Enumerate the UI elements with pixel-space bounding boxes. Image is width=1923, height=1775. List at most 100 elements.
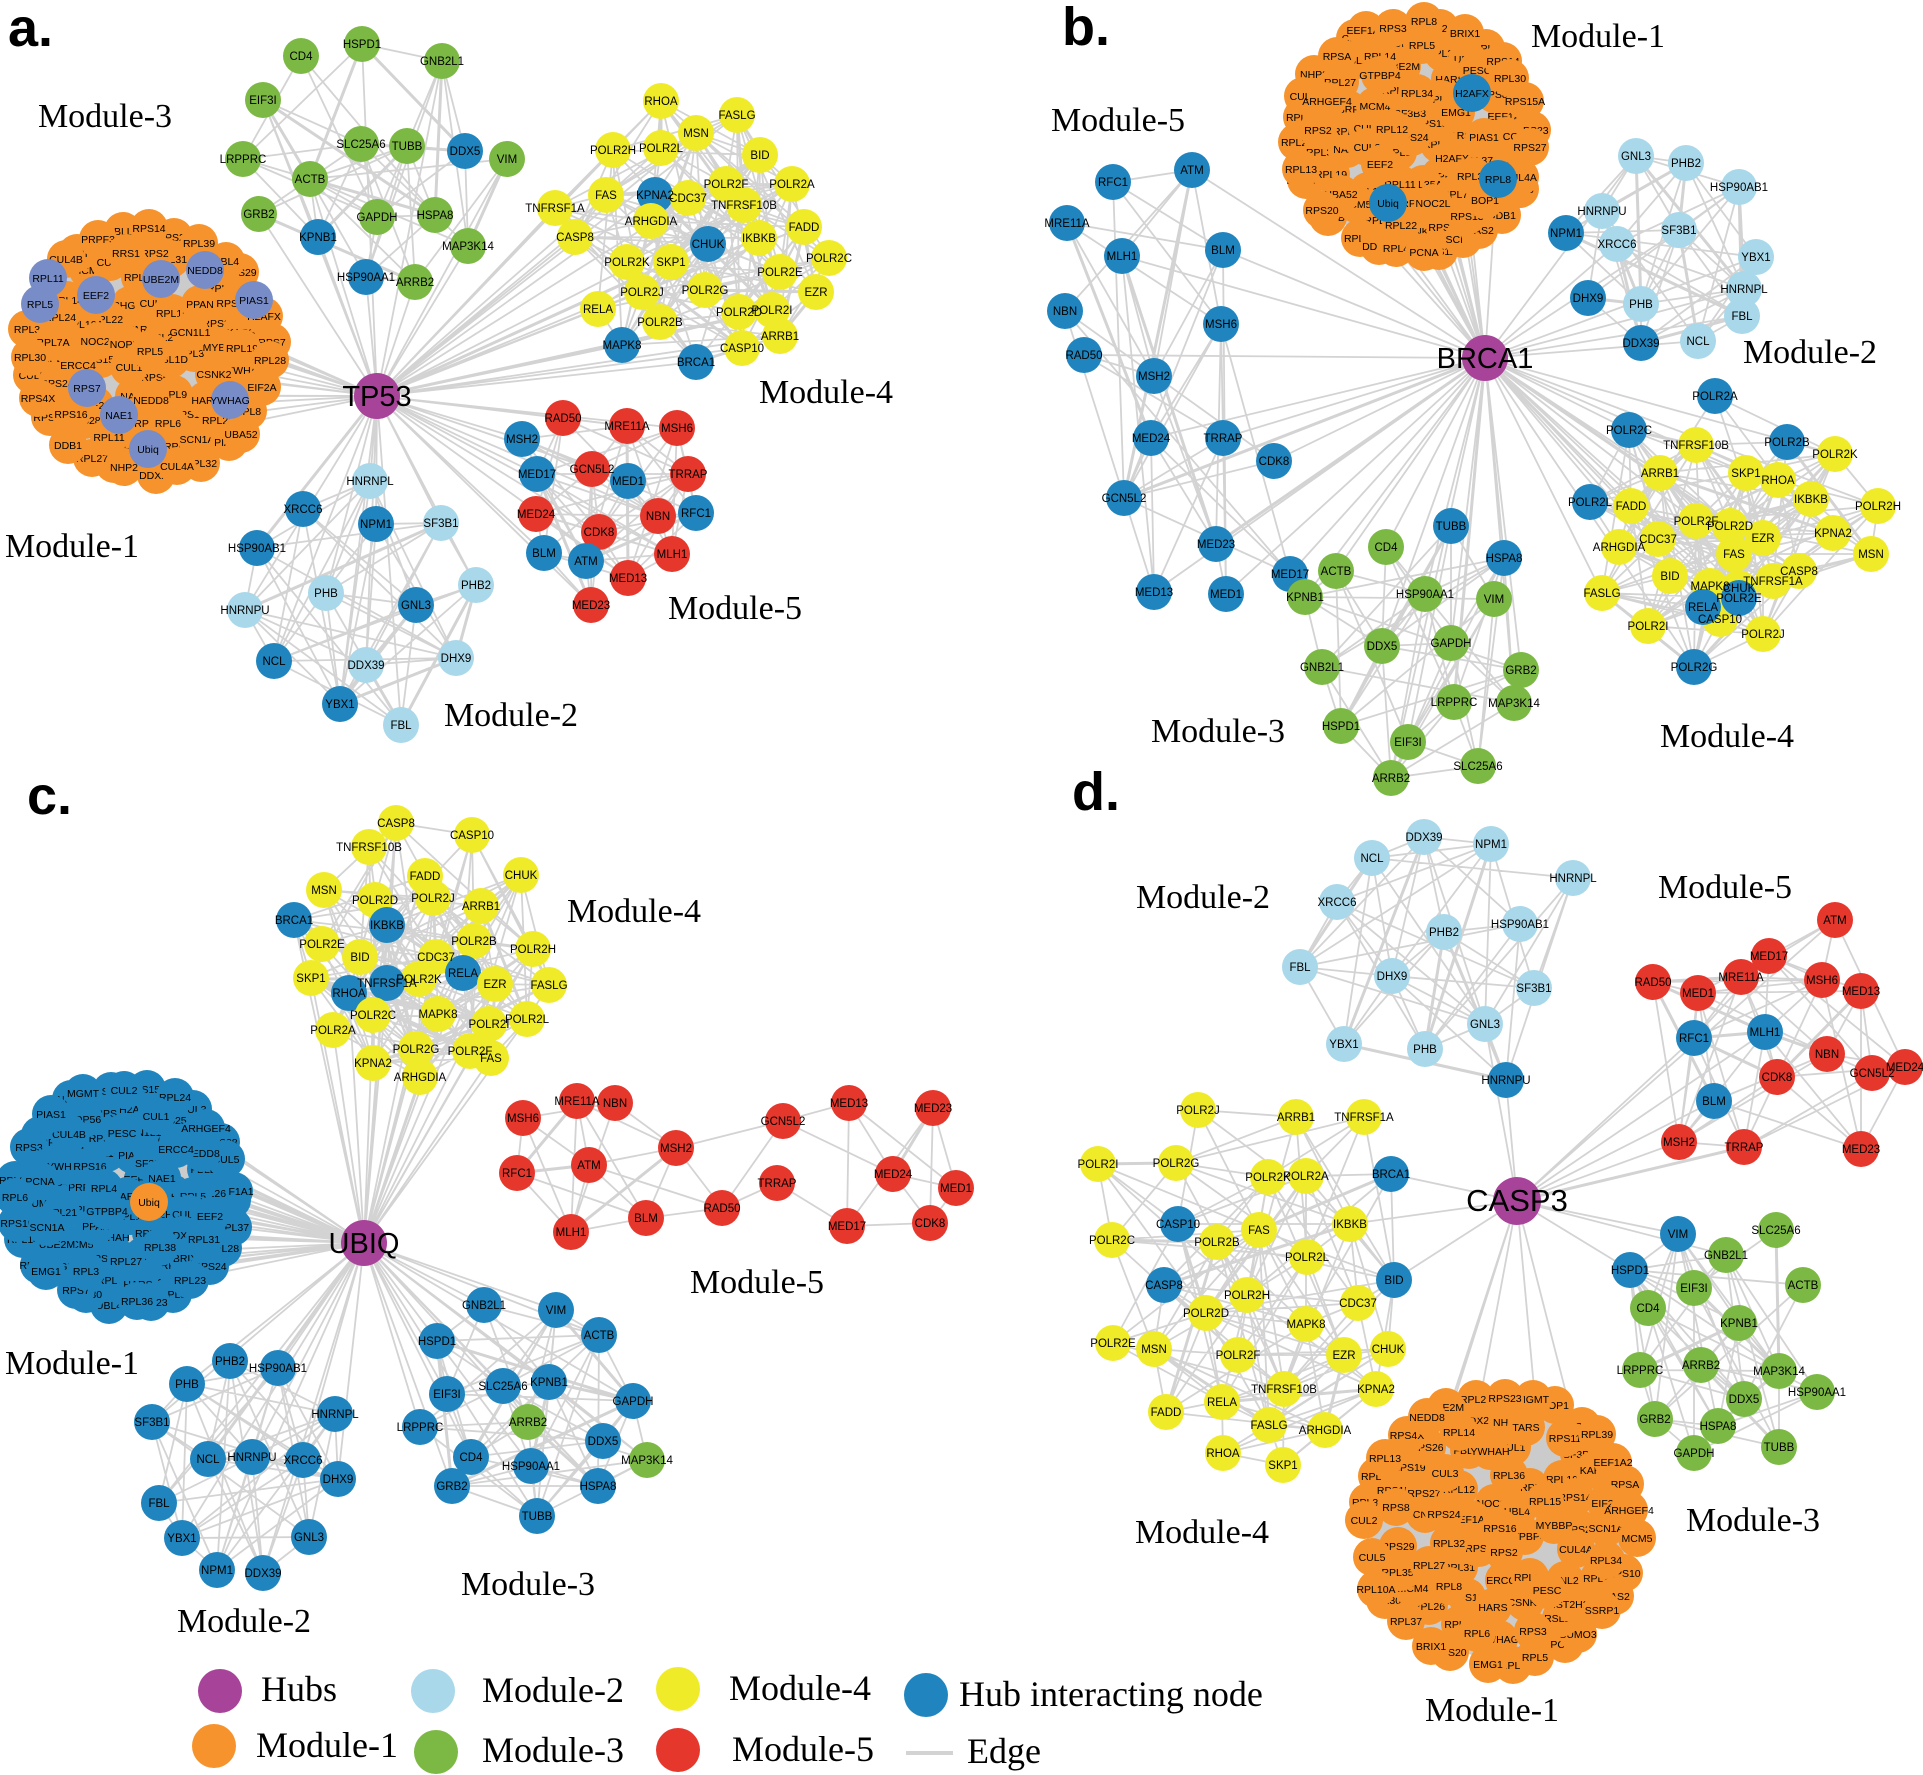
svg-text:VIM: VIM xyxy=(546,1305,566,1317)
svg-text:PHB: PHB xyxy=(1413,1044,1437,1056)
svg-text:FADD: FADD xyxy=(1151,1407,1182,1419)
svg-text:Module-1: Module-1 xyxy=(256,1725,398,1765)
svg-text:PESC: PESC xyxy=(108,1128,137,1140)
svg-text:FBL: FBL xyxy=(1731,311,1753,323)
svg-text:CUL2: CUL2 xyxy=(1351,1515,1378,1527)
svg-text:ARRB2: ARRB2 xyxy=(396,277,434,289)
svg-text:EIF2A: EIF2A xyxy=(247,382,276,394)
svg-text:TNFRSF1A: TNFRSF1A xyxy=(525,203,585,215)
svg-text:RPL11: RPL11 xyxy=(93,432,124,444)
svg-text:Module-4: Module-4 xyxy=(567,893,701,930)
svg-text:YWHAH: YWHAH xyxy=(1470,1446,1509,1458)
svg-text:RPS27: RPS27 xyxy=(1407,1488,1440,1500)
svg-text:RPL32: RPL32 xyxy=(1433,1538,1465,1550)
svg-text:CASP8: CASP8 xyxy=(556,232,594,244)
svg-text:EMG1: EMG1 xyxy=(31,1266,61,1278)
svg-text:FAS: FAS xyxy=(1248,1225,1270,1237)
svg-text:DDX5: DDX5 xyxy=(450,146,481,158)
svg-text:HSPD1: HSPD1 xyxy=(343,39,381,51)
svg-text:FASLG: FASLG xyxy=(718,110,755,122)
svg-text:POLR2K: POLR2K xyxy=(604,257,650,269)
svg-text:DHX9: DHX9 xyxy=(1573,293,1604,305)
svg-text:RRS1: RRS1 xyxy=(112,248,140,260)
svg-text:FADD: FADD xyxy=(789,222,820,234)
svg-text:RPS8: RPS8 xyxy=(1382,1502,1410,1514)
svg-text:CDC37: CDC37 xyxy=(1339,1298,1377,1310)
svg-text:MAP3K14: MAP3K14 xyxy=(442,241,494,253)
svg-text:MED23: MED23 xyxy=(914,1103,952,1115)
svg-text:RPSA: RPSA xyxy=(1611,1479,1640,1491)
svg-text:ARHGEF4: ARHGEF4 xyxy=(181,1123,231,1135)
svg-text:HARS: HARS xyxy=(1478,1602,1507,1614)
svg-text:Ubiq: Ubiq xyxy=(137,444,159,456)
svg-text:PESC: PESC xyxy=(1463,65,1492,77)
svg-text:POLR2I: POLR2I xyxy=(469,1019,510,1031)
svg-text:MCM5: MCM5 xyxy=(1622,1533,1653,1545)
svg-text:RPL34: RPL34 xyxy=(1590,1555,1622,1567)
svg-text:CASP8: CASP8 xyxy=(1780,566,1818,578)
svg-text:MAPK8: MAPK8 xyxy=(419,1009,458,1021)
svg-text:LRPPRC: LRPPRC xyxy=(397,1422,444,1434)
svg-text:MSN: MSN xyxy=(311,885,337,897)
svg-text:RPS23: RPS23 xyxy=(1488,1393,1521,1405)
svg-text:MSH2: MSH2 xyxy=(1138,371,1170,383)
svg-text:MLH1: MLH1 xyxy=(1107,251,1138,263)
svg-text:MSN: MSN xyxy=(1858,549,1884,561)
svg-text:CDK8: CDK8 xyxy=(1259,456,1290,468)
svg-text:CD4: CD4 xyxy=(289,51,313,63)
svg-text:LRPPRC: LRPPRC xyxy=(1617,1365,1664,1377)
svg-text:POLR2H: POLR2H xyxy=(1855,501,1901,513)
svg-text:LRPPRC: LRPPRC xyxy=(1431,697,1478,709)
svg-text:BID: BID xyxy=(1660,571,1679,583)
svg-text:NBN: NBN xyxy=(603,1098,627,1110)
svg-text:Hubs: Hubs xyxy=(261,1669,337,1709)
svg-text:RPS10: RPS10 xyxy=(0,1218,33,1230)
svg-text:TRRAP: TRRAP xyxy=(758,1178,797,1190)
svg-text:TP53: TP53 xyxy=(342,381,411,413)
svg-text:CDC37: CDC37 xyxy=(669,193,707,205)
svg-text:RPS3: RPS3 xyxy=(15,1142,43,1154)
svg-text:MED24: MED24 xyxy=(874,1169,913,1181)
svg-text:ARHGEF4: ARHGEF4 xyxy=(1302,96,1352,108)
svg-text:GTPBP4: GTPBP4 xyxy=(1359,70,1401,82)
svg-text:ARRB1: ARRB1 xyxy=(761,331,799,343)
svg-text:RPS4X: RPS4X xyxy=(21,393,55,405)
svg-text:RPS4X: RPS4X xyxy=(1390,1430,1424,1442)
svg-text:c.: c. xyxy=(27,766,72,826)
svg-text:RAD50: RAD50 xyxy=(1065,350,1102,362)
svg-text:POLR2F: POLR2F xyxy=(1216,1350,1261,1362)
svg-text:CDK8: CDK8 xyxy=(1762,1072,1793,1084)
svg-text:PHB: PHB xyxy=(1629,299,1653,311)
svg-text:SCN1A: SCN1A xyxy=(1588,1523,1623,1535)
svg-text:Module-3: Module-3 xyxy=(461,1566,595,1603)
svg-text:CHUK: CHUK xyxy=(1372,1344,1405,1356)
svg-text:UBA52: UBA52 xyxy=(224,429,257,441)
svg-text:GNL3: GNL3 xyxy=(401,600,431,612)
svg-text:BRCA1: BRCA1 xyxy=(275,915,313,927)
svg-text:XRCC6: XRCC6 xyxy=(284,504,323,516)
svg-text:HSP90AB1: HSP90AB1 xyxy=(228,543,286,555)
svg-text:d.: d. xyxy=(1072,762,1120,822)
svg-text:RPL8: RPL8 xyxy=(1485,174,1511,186)
svg-text:RPL19: RPL19 xyxy=(226,343,258,355)
svg-text:FASLG: FASLG xyxy=(530,980,567,992)
svg-text:POLR2B: POLR2B xyxy=(451,936,497,948)
svg-text:Module-1: Module-1 xyxy=(1425,1692,1559,1729)
svg-text:RPL6: RPL6 xyxy=(155,418,181,430)
svg-text:Module-4: Module-4 xyxy=(1135,1514,1269,1551)
svg-text:HSPD1: HSPD1 xyxy=(418,1336,456,1348)
svg-text:POLR2L: POLR2L xyxy=(505,1014,550,1026)
svg-text:NCL: NCL xyxy=(1686,336,1710,348)
svg-text:RPS11: RPS11 xyxy=(1549,1433,1582,1445)
svg-text:RHOA: RHOA xyxy=(644,96,678,108)
svg-text:POLR2F: POLR2F xyxy=(448,1046,493,1058)
svg-text:PHB2: PHB2 xyxy=(1671,158,1701,170)
svg-text:RPL8: RPL8 xyxy=(1436,1581,1462,1593)
svg-text:POLR2I: POLR2I xyxy=(1628,621,1669,633)
svg-text:EEF2: EEF2 xyxy=(197,1211,223,1223)
svg-text:POLR2E: POLR2E xyxy=(757,267,803,279)
svg-text:MED24: MED24 xyxy=(1132,433,1171,445)
svg-text:Module-5: Module-5 xyxy=(1658,869,1792,906)
svg-text:RAD50: RAD50 xyxy=(703,1203,740,1215)
svg-text:MED17: MED17 xyxy=(518,469,556,481)
